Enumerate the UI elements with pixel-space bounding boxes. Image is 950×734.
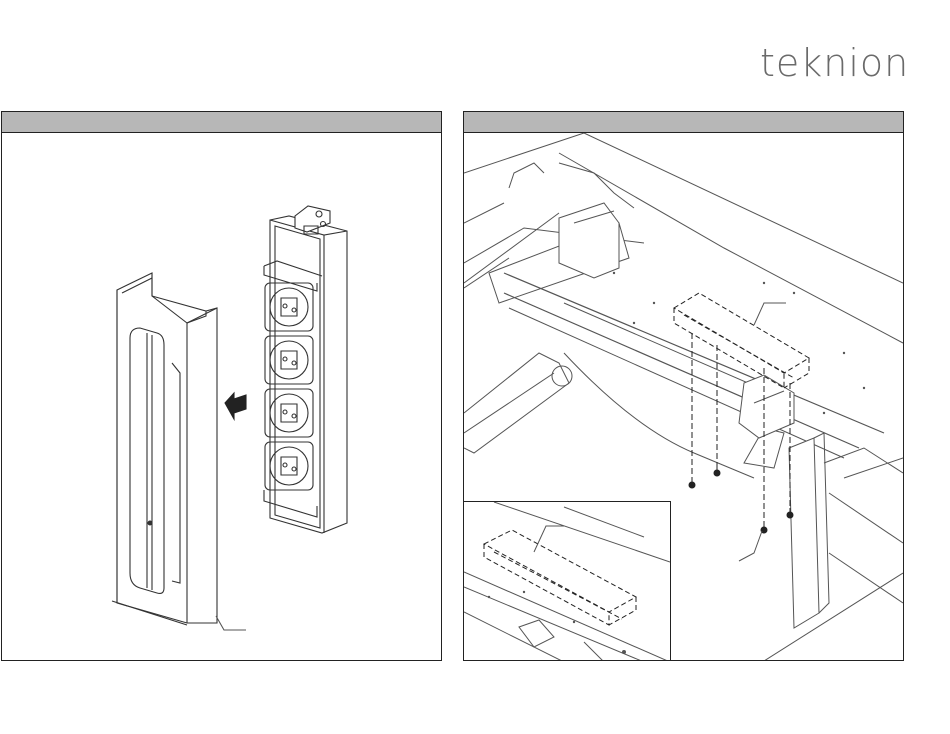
- panel-header-left: [2, 112, 441, 133]
- step-panel-right: [463, 111, 904, 661]
- screw-icon: [714, 466, 720, 476]
- screw-icon: [689, 478, 695, 488]
- power-strip: [264, 206, 347, 533]
- power-strip-illustration: [2, 133, 441, 661]
- panel-header-right: [464, 112, 903, 133]
- inset-illustration: [464, 502, 670, 661]
- teknion-logo: teknion: [760, 38, 920, 88]
- cover-channel: [112, 273, 217, 625]
- step-panel-left: [1, 111, 442, 661]
- left-arrow-icon: [225, 393, 246, 419]
- detail-inset: [464, 501, 671, 661]
